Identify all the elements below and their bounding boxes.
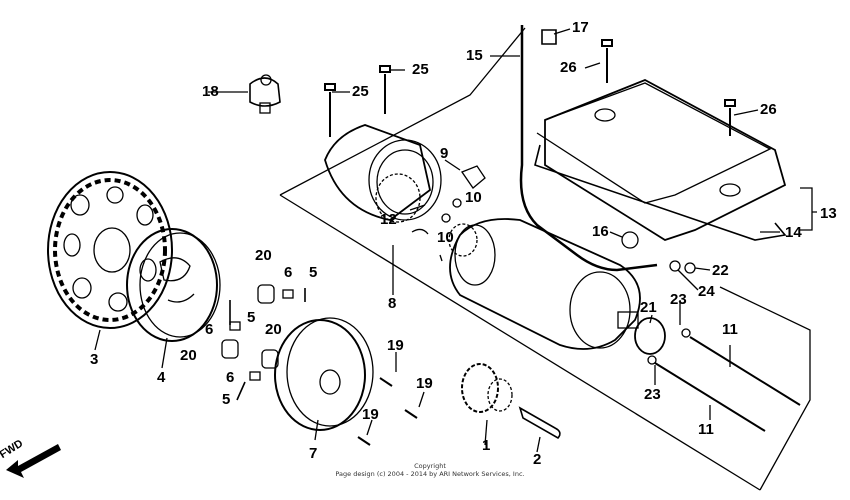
starter-cable xyxy=(519,25,658,272)
nut-23b xyxy=(647,355,657,365)
spring-5 xyxy=(229,288,306,401)
assembly-outline-top xyxy=(279,27,526,196)
brush-lead xyxy=(411,228,443,262)
bolt-26a xyxy=(601,39,613,83)
callout-3: 3 xyxy=(90,351,99,368)
callout-25b: 25 xyxy=(412,61,429,78)
sprocket-gear xyxy=(47,171,173,329)
starter-motor xyxy=(448,218,641,350)
callout-6b: 6 xyxy=(205,321,214,338)
bolt-19c xyxy=(357,436,371,446)
callout-1: 1 xyxy=(482,437,491,454)
roller-20c xyxy=(221,339,239,359)
cable-clip xyxy=(541,29,557,45)
callout-4: 4 xyxy=(157,369,166,386)
long-bolt-11b xyxy=(654,362,766,432)
roller-20b xyxy=(261,349,279,369)
cap-6c xyxy=(249,371,261,381)
callout-6a: 6 xyxy=(284,264,293,281)
copyright-notice: Copyright Page design (c) 2004 - 2014 by… xyxy=(310,462,550,478)
bolt-25b xyxy=(379,65,391,114)
callout-9: 9 xyxy=(440,145,449,162)
nut-23a xyxy=(681,328,691,338)
brush-holder xyxy=(461,165,486,189)
callout-23a: 23 xyxy=(670,291,687,308)
callout-10b: 10 xyxy=(437,229,454,246)
callout-14: 14 xyxy=(785,224,802,241)
callout-22: 22 xyxy=(712,262,729,279)
callout-12: 12 xyxy=(380,211,397,228)
assembly-outline-bottom xyxy=(279,194,761,491)
callout-17: 17 xyxy=(572,19,589,36)
callout-21: 21 xyxy=(640,299,657,316)
idle-gear xyxy=(461,363,513,413)
callout-7: 7 xyxy=(309,445,318,462)
callout-2: 2 xyxy=(533,451,542,468)
callout-25a: 25 xyxy=(352,83,369,100)
callout-11b: 11 xyxy=(698,421,714,438)
washer-24 xyxy=(669,260,681,272)
callout-20c: 20 xyxy=(180,347,197,364)
roller-20a xyxy=(257,284,275,304)
callout-10a: 10 xyxy=(465,189,482,206)
callout-19a: 19 xyxy=(387,337,404,354)
nut-22 xyxy=(684,262,696,274)
callout-24: 24 xyxy=(698,283,715,300)
starter-cover xyxy=(324,124,442,223)
callout-5b: 5 xyxy=(247,309,256,326)
neutral-switch xyxy=(249,74,281,114)
bolt-19a xyxy=(379,377,393,387)
callout-5c: 5 xyxy=(222,391,231,408)
callout-26a: 26 xyxy=(560,59,577,76)
driven-gear xyxy=(274,317,374,431)
callout-23b: 23 xyxy=(644,386,661,403)
callout-18: 18 xyxy=(202,83,219,100)
callout-20b: 20 xyxy=(265,321,282,338)
callout-26b: 26 xyxy=(760,101,777,118)
callout-5a: 5 xyxy=(309,264,318,281)
nut-10b xyxy=(441,213,451,223)
fwd-arrow-icon xyxy=(6,444,61,478)
bolt-25a xyxy=(324,83,336,137)
long-bolt-11a xyxy=(689,336,801,406)
callout-16: 16 xyxy=(592,223,609,240)
bolt-26b xyxy=(724,99,736,136)
starter-clutch xyxy=(126,228,221,342)
callout-19c: 19 xyxy=(362,406,379,423)
callout-20a: 20 xyxy=(255,247,272,264)
nut-10a xyxy=(452,198,462,208)
bolt-19b xyxy=(404,409,418,419)
callout-8: 8 xyxy=(388,295,397,312)
callout-19b: 19 xyxy=(416,375,433,392)
cap-6a xyxy=(282,289,294,299)
cap-6b xyxy=(229,321,241,331)
cylinder-head-cover xyxy=(536,79,787,241)
copyright-line-2: Page design (c) 2004 - 2014 by ARI Netwo… xyxy=(335,470,525,479)
grommet xyxy=(621,231,639,249)
callout-15: 15 xyxy=(466,47,483,64)
callout-11a: 11 xyxy=(722,321,738,338)
copyright-line-1: Copyright xyxy=(414,462,446,470)
callout-6c: 6 xyxy=(226,369,235,386)
o-ring xyxy=(634,317,666,355)
idle-shaft xyxy=(518,406,561,440)
cover-gasket xyxy=(534,144,787,241)
assembly-outline-right xyxy=(719,286,811,491)
callout-13: 13 xyxy=(820,205,837,222)
